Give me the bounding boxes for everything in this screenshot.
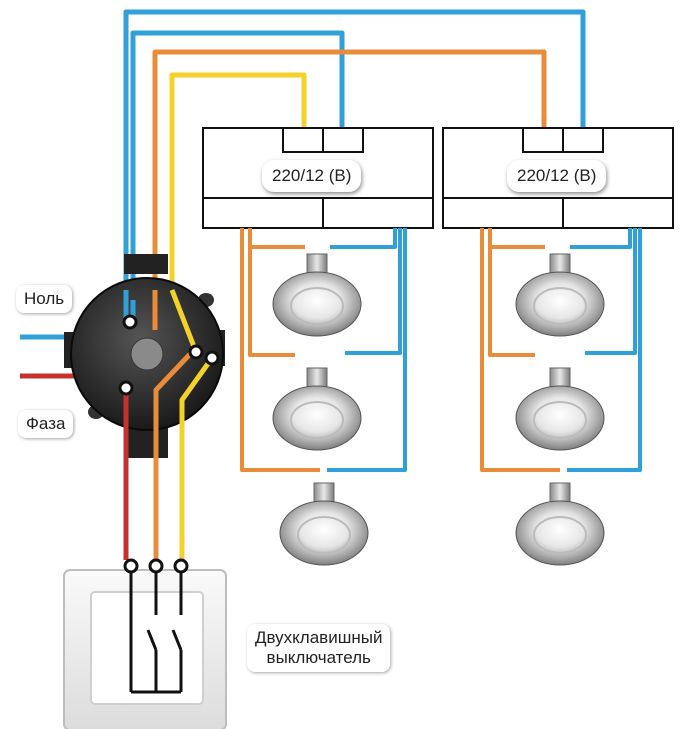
lamp-2-3	[515, 482, 605, 566]
lamp-1-1	[272, 253, 362, 337]
neutral-label: Ноль	[16, 285, 73, 313]
supply-wires	[123, 9, 586, 330]
lamp-2-2	[515, 367, 605, 451]
junction-terminals	[118, 314, 220, 396]
transformer-2	[442, 127, 674, 229]
transformer-2-label: 220/12 (В)	[507, 160, 607, 192]
junction-internal-wires	[123, 289, 215, 560]
phase-label: Фаза	[18, 410, 74, 438]
blue-wire-to-transformer-1	[130, 30, 345, 300]
double-switch	[63, 558, 227, 729]
lamp-wiring-group-1	[240, 228, 407, 472]
lamp-1-2	[272, 367, 362, 451]
switch-label-line-2: выключатель	[266, 648, 371, 667]
lamp-1-3	[279, 482, 369, 566]
lamp-wiring-group-2	[480, 228, 642, 472]
yellow-wire-to-transformer-1	[169, 72, 307, 330]
blue-wire-to-transformer-2	[123, 9, 586, 290]
orange-wire-to-transformer-2	[152, 49, 547, 330]
lamp-2-1	[515, 253, 605, 337]
switch-label-line-1: Двухклавишный	[255, 628, 383, 647]
transformer-1-label: 220/12 (В)	[262, 160, 362, 192]
switch-label: Двухклавишный выключатель	[247, 624, 391, 672]
